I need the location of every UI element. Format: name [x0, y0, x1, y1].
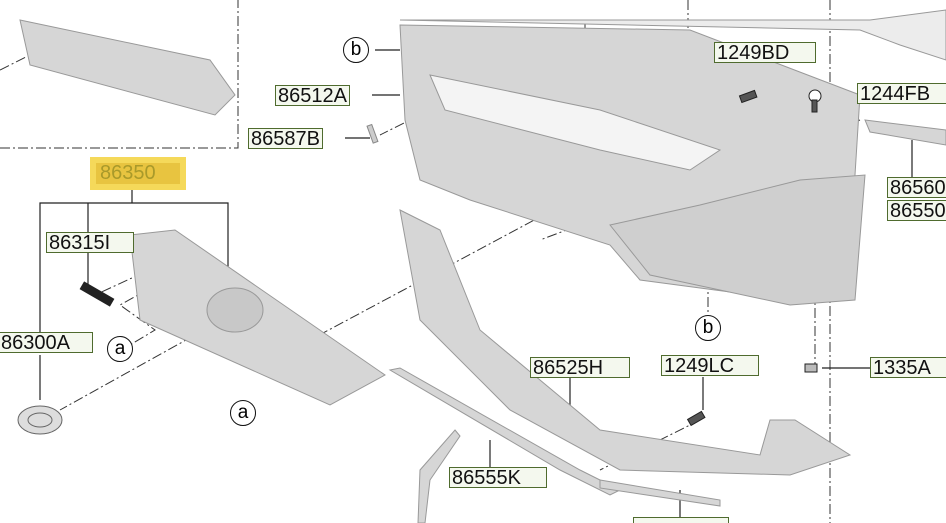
part-label-86512A[interactable]: 86512A — [275, 85, 350, 106]
part-label-cut-off[interactable] — [633, 517, 729, 523]
part-label-86300A[interactable]: 86300A — [0, 332, 93, 353]
part-label-86555K[interactable]: 86555K — [449, 467, 547, 488]
lower-bumper-lip — [399, 209, 852, 476]
grille-top-inset — [19, 19, 236, 116]
part-label-86350-highlighted[interactable]: 86350 — [90, 157, 186, 190]
part-label-86550[interactable]: 86550 — [887, 200, 946, 221]
part-label-86587B[interactable]: 86587B — [248, 128, 323, 149]
part-label-1249LC[interactable]: 1249LC — [661, 355, 759, 376]
callout-a: a — [230, 400, 256, 426]
part-label-1335A[interactable]: 1335A — [870, 357, 946, 378]
inset-border — [0, 0, 239, 149]
emblem-badge-icon — [79, 281, 115, 307]
screw-icon — [686, 410, 706, 427]
hyundai-emblem-icon — [17, 405, 63, 435]
screw-icon — [738, 89, 758, 104]
side-molding — [864, 119, 946, 146]
clip-icon — [804, 363, 818, 373]
part-label-86560[interactable]: 86560 — [887, 177, 946, 198]
callout-a: a — [107, 336, 133, 362]
callout-b: b — [343, 37, 369, 63]
part-label-1249BD[interactable]: 1249BD — [714, 42, 816, 63]
part-label-86525H[interactable]: 86525H — [530, 357, 630, 378]
part-label-86315I[interactable]: 86315I — [46, 232, 134, 253]
part-label-1244FB[interactable]: 1244FB — [857, 83, 946, 104]
callout-b: b — [695, 315, 721, 341]
